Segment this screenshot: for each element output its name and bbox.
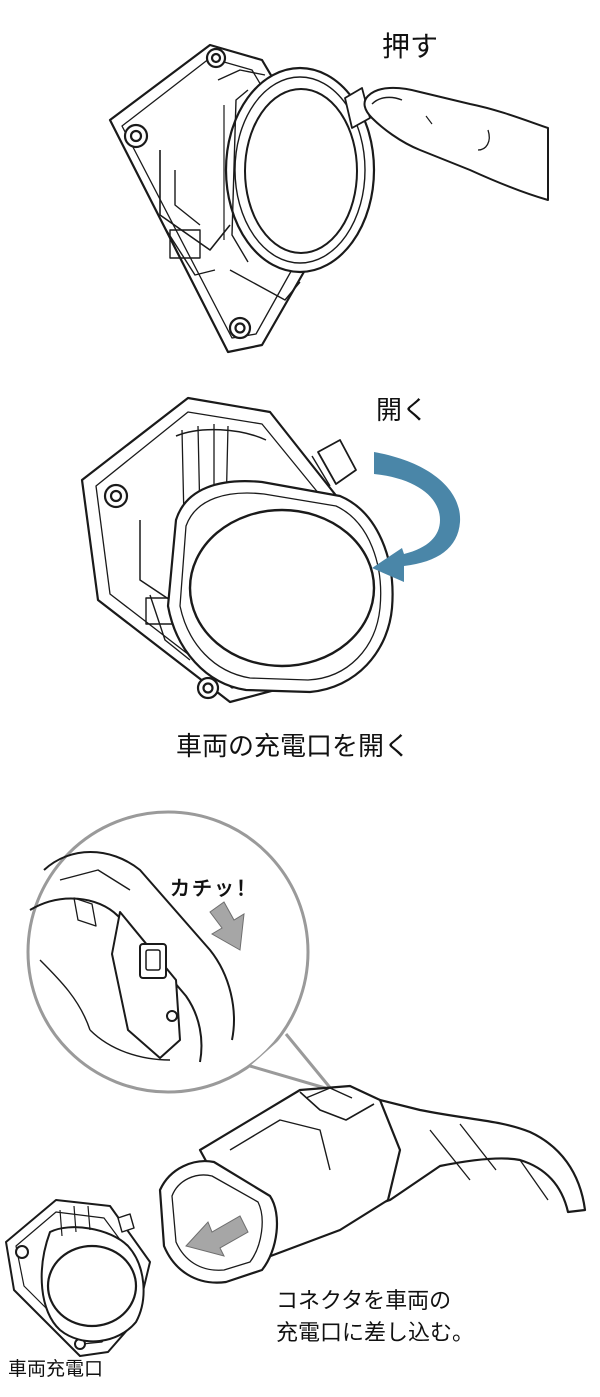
insert-instruction: コネクタを車両の 充電口に差し込む。 <box>276 1286 576 1350</box>
inlet-small-figure <box>6 1200 150 1356</box>
click-sound-label: カチッ！ <box>170 876 258 900</box>
insert-arrow-icon <box>186 1216 248 1256</box>
insert-instruction-line1: コネクタを車両の <box>276 1289 452 1314</box>
finger-icon <box>365 88 548 200</box>
push-label: 押す <box>382 30 439 63</box>
open-label: 開く <box>376 396 429 426</box>
step-caption-open-inlet: 車両の充電口を開く <box>176 732 411 762</box>
insert-instruction-line2: 充電口に差し込む。 <box>276 1320 475 1346</box>
inlet-open-figure <box>82 398 393 702</box>
curved-arrow-icon <box>372 452 461 582</box>
charging-connector <box>160 1086 585 1283</box>
inlet-closed-figure <box>110 45 374 352</box>
zoom-detail <box>28 812 332 1092</box>
down-arrow-icon <box>210 902 244 950</box>
vehicle-inlet-label: 車両充電口 <box>8 1358 104 1380</box>
